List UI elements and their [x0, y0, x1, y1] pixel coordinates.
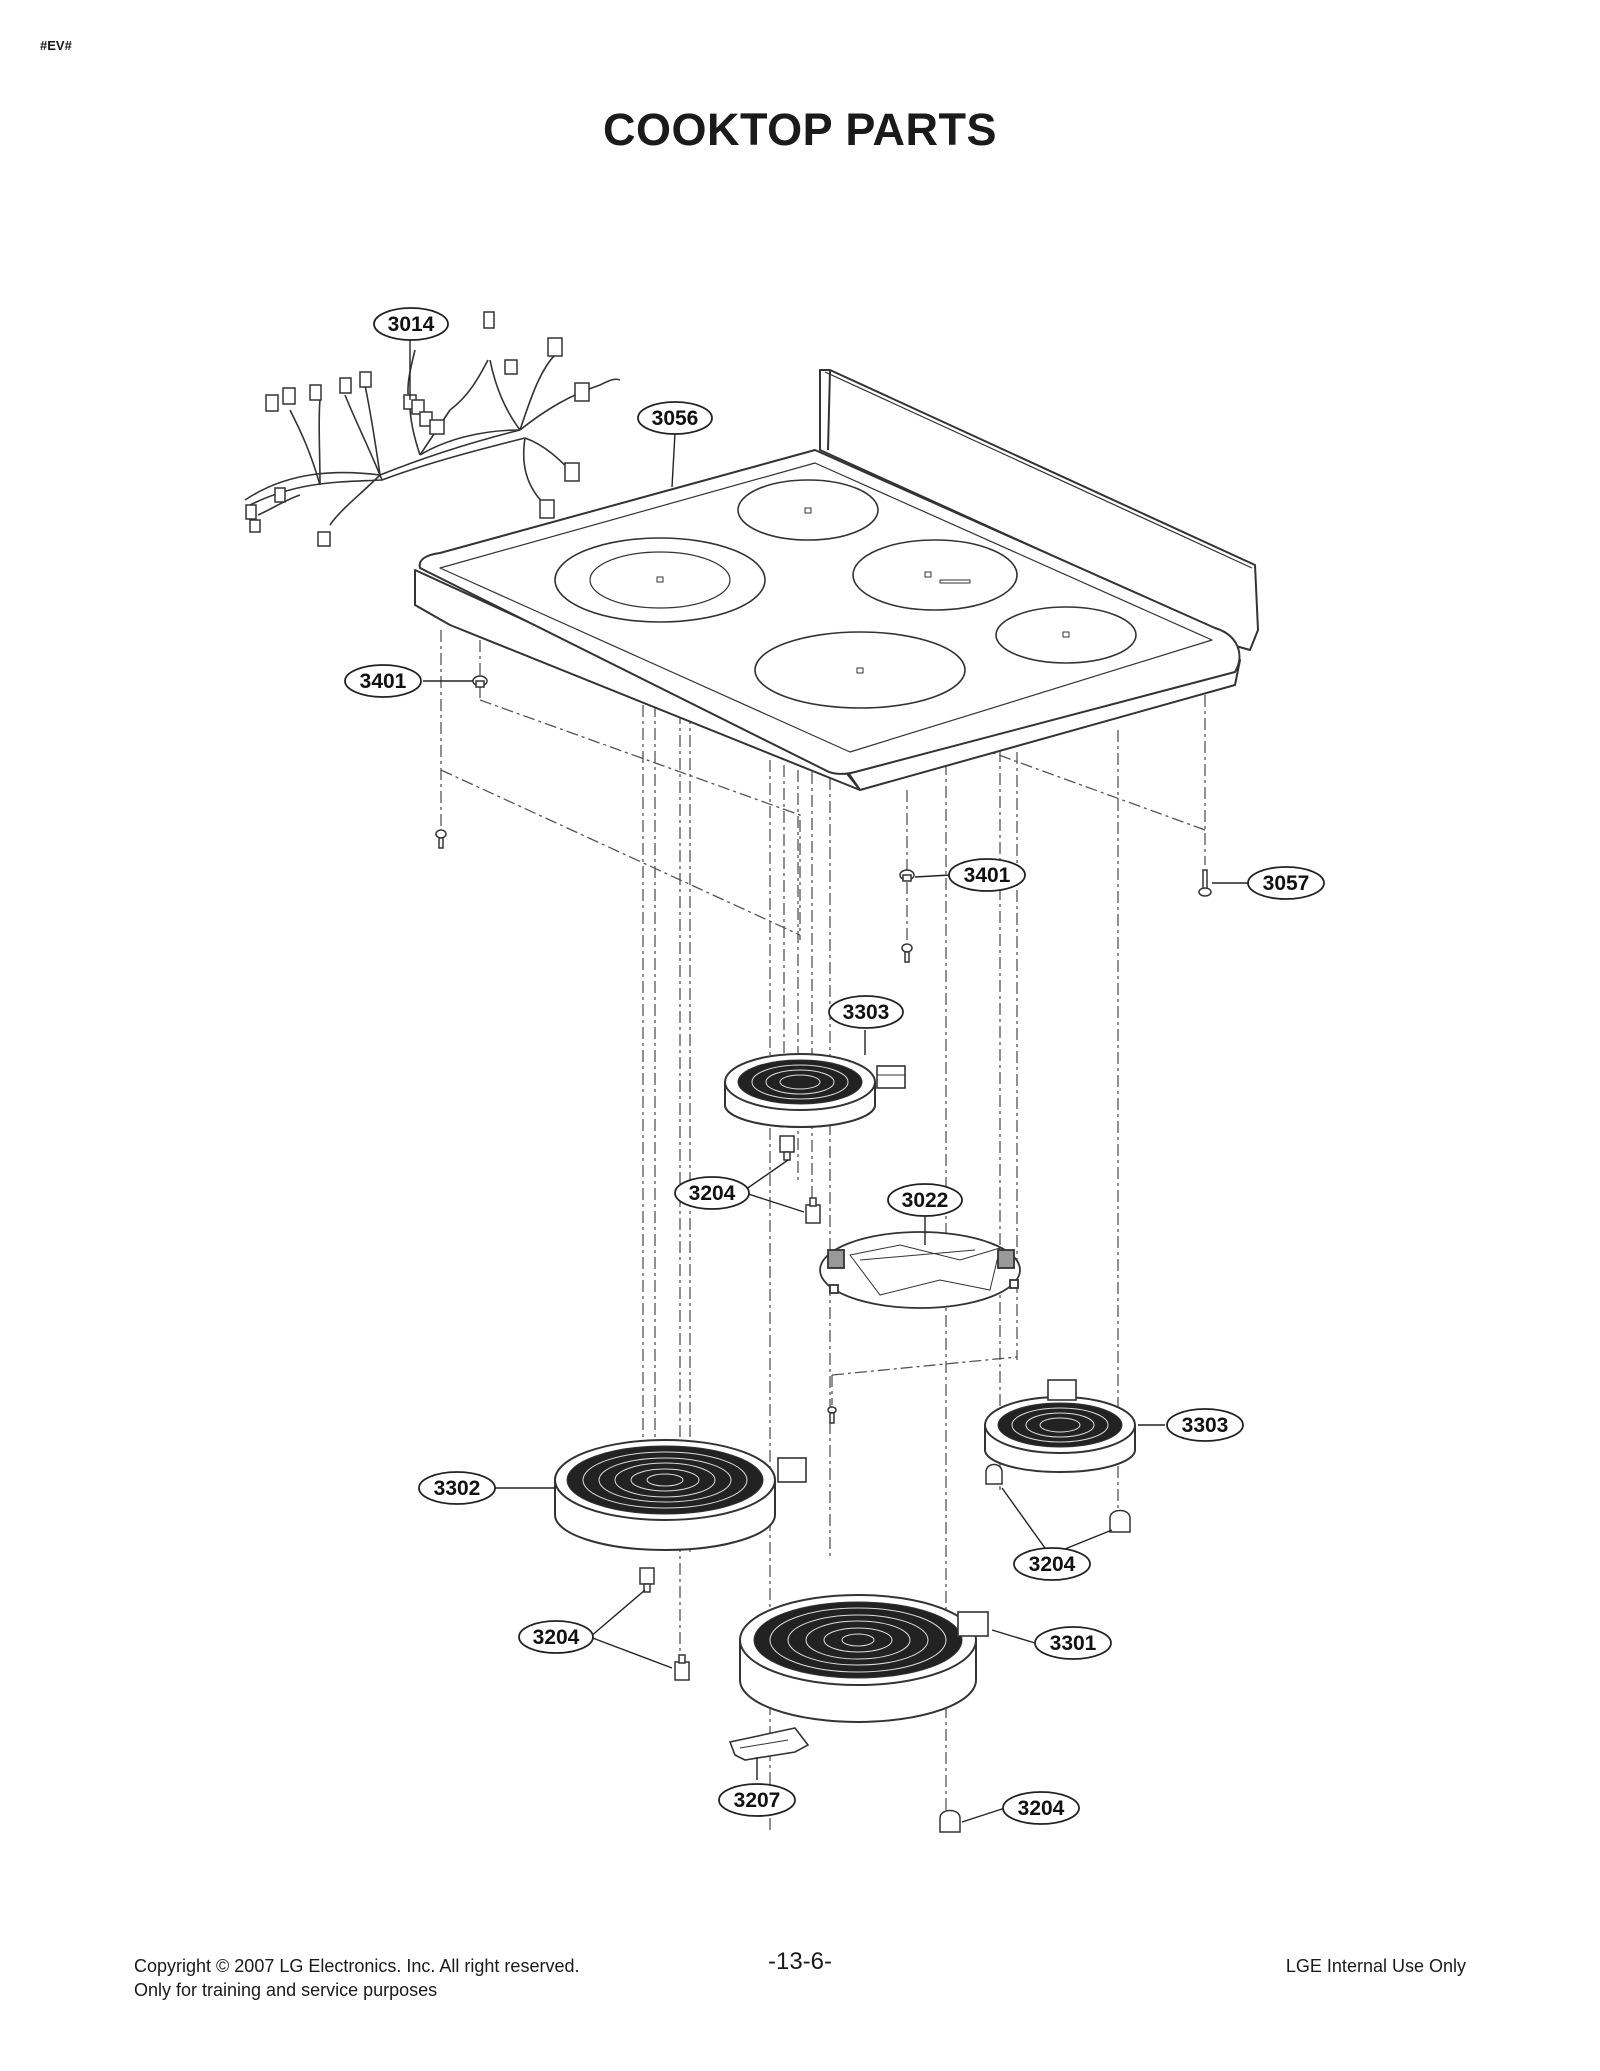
- footer-copyright-block: Copyright © 2007 LG Electronics. Inc. Al…: [134, 1954, 579, 2002]
- screw-left-icon: [435, 829, 447, 849]
- wire-harness: [244, 311, 621, 547]
- callout-3022-bracket: 3022: [902, 1189, 949, 1212]
- radiant-element-large-center: [739, 1594, 989, 1723]
- callout-3057-screw: 3057: [1263, 872, 1310, 895]
- footer-purpose: Only for training and service purposes: [134, 1980, 438, 2000]
- cooktop-assembly: [414, 369, 1259, 791]
- callout-3204-switch-d: 3204: [1018, 1797, 1065, 1820]
- callout-3204-switch-c: 3204: [533, 1626, 580, 1649]
- mounting-bracket: [819, 1231, 1021, 1309]
- callout-3303-element-top: 3303: [843, 1001, 890, 1024]
- fasteners: [435, 675, 1212, 1424]
- callout-3401-grommet-left: 3401: [360, 670, 407, 693]
- screw-right-icon: [1198, 869, 1212, 897]
- grommet-center-icon: [899, 869, 915, 882]
- radiant-element-dual-left: [554, 1439, 807, 1551]
- page-number: -13-6-: [767, 1948, 833, 1975]
- callout-3014-harness: 3014: [388, 313, 435, 336]
- callout-3303-element-right: 3303: [1182, 1414, 1229, 1437]
- footer-internal: LGE Internal Use Only: [1285, 1956, 1466, 1976]
- callout-3056-cooktop: 3056: [652, 407, 699, 430]
- radiant-element-small-top: [724, 1053, 906, 1128]
- limiter-switches-right: [985, 1463, 1131, 1533]
- callout-3204-switch-a: 3204: [689, 1182, 736, 1205]
- callout-3207-clip: 3207: [734, 1789, 781, 1812]
- callout-3204-switch-b: 3204: [1029, 1553, 1076, 1576]
- document-tag: #EV#: [40, 38, 72, 53]
- limiter-switches-lower-left: [639, 1567, 690, 1681]
- screw-center-icon: [901, 943, 913, 963]
- limiter-switches-upper: [779, 1135, 821, 1224]
- limiter-switch-bottom: [939, 1809, 961, 1833]
- radiant-element-small-right: [984, 1379, 1136, 1473]
- callout-3301-element-large: 3301: [1050, 1632, 1097, 1655]
- terminal-clip: [728, 1727, 810, 1761]
- page-title: COOKTOP PARTS: [602, 104, 998, 155]
- screw-bracket-icon: [827, 1406, 837, 1424]
- footer-copyright: Copyright © 2007 LG Electronics. Inc. Al…: [134, 1956, 580, 1976]
- grommet-left-icon: [472, 675, 488, 688]
- callout-3401-grommet-center: 3401: [964, 864, 1011, 887]
- callout-3302-element-dual: 3302: [434, 1477, 481, 1500]
- callout-ellipses: [344, 307, 1325, 1825]
